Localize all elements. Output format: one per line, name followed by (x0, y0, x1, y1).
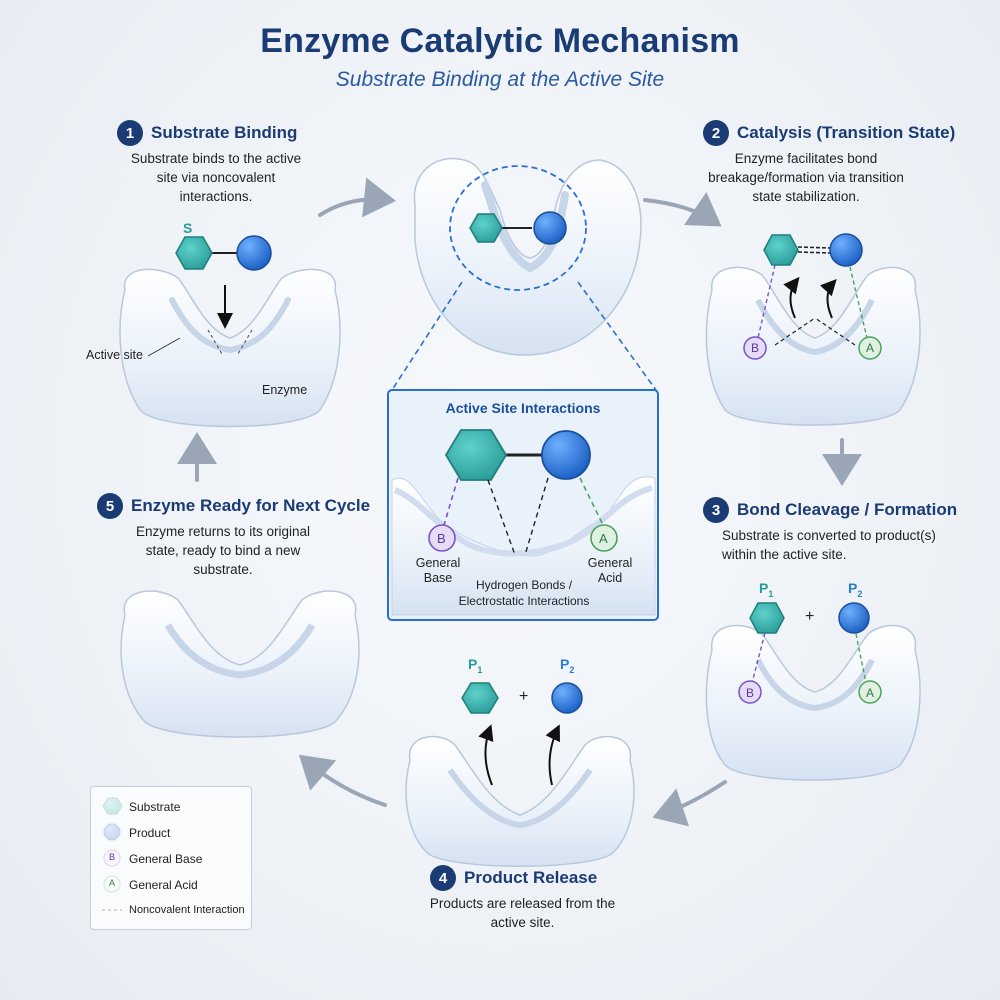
arrow-3-to-4 (652, 780, 727, 827)
active-site-inset (387, 389, 659, 621)
step3-heading: 3 Bond Cleavage / Formation (703, 497, 957, 523)
legend-acid-letter: A (109, 878, 116, 888)
step5-number: 5 (97, 493, 123, 519)
step3-number: 3 (703, 497, 729, 523)
step1-number: 1 (117, 120, 143, 146)
step2-base-letter: B (751, 341, 760, 355)
substrate-product-step1 (175, 235, 272, 271)
step5-description: Enzyme returns to its original state, re… (135, 524, 311, 577)
step3-title: Bond Cleavage / Formation (737, 500, 958, 519)
step4-description: Products are released from the active si… (429, 896, 616, 930)
step3-plus: + (805, 608, 815, 625)
enzyme-step2 (705, 233, 921, 426)
step1-title: Substrate Binding (151, 123, 298, 142)
inset-title: Active Site Interactions (445, 400, 601, 416)
page-title: Enzyme Catalytic Mechanism (260, 22, 740, 60)
enzyme-label: Enzyme (262, 383, 308, 397)
inset-acid-letter: A (599, 531, 608, 546)
step4-p1-sub: 1 (477, 664, 483, 675)
step4-p1-letter: P (468, 656, 478, 672)
step2-title: Catalysis (Transition State) (737, 123, 956, 142)
step4-p2-sub: 2 (569, 664, 575, 675)
enzyme-step4 (405, 682, 635, 867)
step3-acid-letter: A (866, 686, 875, 700)
step3-product2-label: P2 (848, 580, 862, 599)
product-circle (236, 235, 272, 271)
step4-p2-letter: P (560, 656, 570, 672)
step3-product1-label: P1 (759, 580, 773, 599)
step5-title: Enzyme Ready for Next Cycle (131, 496, 371, 515)
step2-description: Enzyme facilitates bond breakage/formati… (708, 151, 904, 204)
general-acid-label: General Acid (587, 556, 633, 585)
step3-p1-sub: 1 (768, 588, 774, 599)
step4-product2-label: P2 (560, 656, 574, 675)
step3-p1-letter: P (759, 580, 769, 596)
step1-description: Substrate binds to the active site via n… (130, 151, 302, 204)
substrate-label: S (183, 220, 193, 236)
legend-product: Product (129, 826, 171, 840)
step2-acid-letter: A (866, 341, 875, 355)
legend-substrate: Substrate (129, 800, 181, 814)
step4-product1-label: P1 (468, 656, 482, 675)
enzyme-step1 (119, 268, 341, 428)
enzyme-center (391, 157, 657, 391)
cycle-arrows (177, 177, 862, 827)
general-base-label: General Base (415, 556, 461, 585)
step3-p2-sub: 2 (857, 588, 863, 599)
step3-base-letter: B (746, 686, 755, 700)
step2-number: 2 (703, 120, 729, 146)
step4-heading: 4 Product Release (430, 865, 597, 891)
inset-base-letter: B (437, 531, 446, 546)
legend-general-base: General Base (129, 852, 203, 866)
enzyme-step5 (120, 590, 360, 738)
arrow-center-to-2 (643, 191, 722, 227)
step1-heading: 1 Substrate Binding (117, 120, 297, 146)
bonds-label: Hydrogen Bonds / Electrostatic Interacti… (458, 578, 590, 608)
arrow-1-to-center (318, 177, 396, 218)
arrow-4-to-5 (298, 754, 387, 807)
page-subtitle: Substrate Binding at the Active Site (335, 68, 665, 91)
legend: Substrate Product General Base General A… (90, 786, 252, 930)
legend-base-letter: B (109, 852, 116, 862)
active-site-label: Active site (86, 348, 143, 362)
step4-title: Product Release (464, 868, 598, 887)
step5-heading: 5 Enzyme Ready for Next Cycle (97, 493, 370, 519)
enzyme-step3 (705, 602, 921, 781)
legend-general-acid: General Acid (129, 878, 198, 892)
zoom-ellipse (449, 165, 587, 291)
step4-plus: + (519, 688, 529, 705)
step3-description: Substrate is converted to product(s) wit… (722, 528, 936, 562)
step2-heading: 2 Catalysis (Transition State) (703, 120, 955, 146)
step4-number: 4 (430, 865, 456, 891)
step3-p2-letter: P (848, 580, 858, 596)
legend-noncovalent: Noncovalent Interaction (129, 904, 245, 916)
substrate-hexagon (175, 236, 213, 270)
